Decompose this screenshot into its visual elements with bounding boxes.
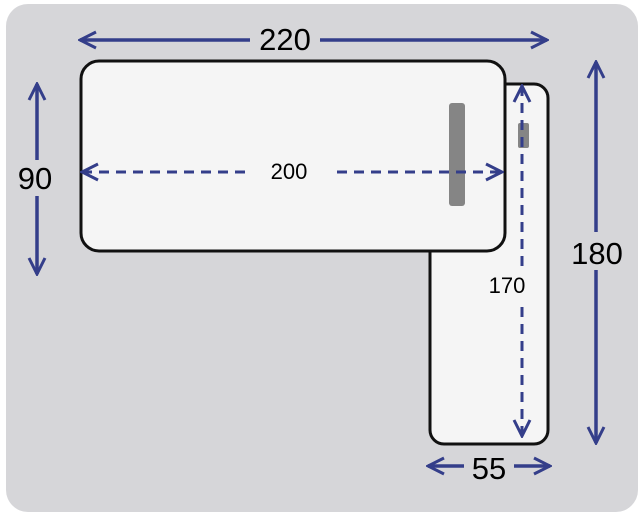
top-width-label: 220 — [259, 22, 311, 57]
right-height-label: 180 — [571, 236, 623, 271]
left-height-label: 90 — [18, 161, 52, 196]
inner-height-label: 170 — [489, 273, 526, 298]
inner-length-label: 200 — [271, 159, 308, 184]
bottom-width-label: 55 — [472, 451, 506, 486]
main-handle — [449, 103, 465, 206]
inner-height-label-bg — [480, 268, 538, 302]
bottom-width-label-bg — [464, 450, 514, 486]
top-width-label-bg — [250, 20, 320, 58]
right-height-label-bg — [565, 232, 631, 270]
inner-length-label-bg — [245, 154, 333, 188]
left-height-label-bg — [10, 160, 64, 196]
